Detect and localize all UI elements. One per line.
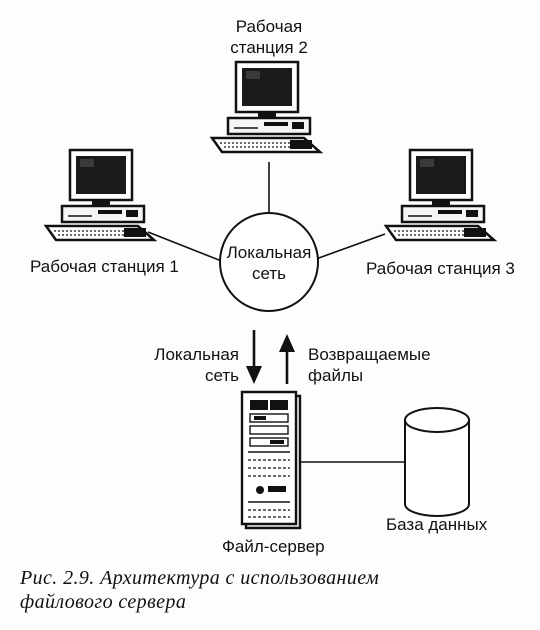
- ws3-label: Рабочая станция 3: [366, 259, 515, 278]
- file-server-label: Файл-сервер: [222, 537, 325, 556]
- caption-line1: Рис. 2.9. Архитектура с использованием: [20, 567, 380, 589]
- computer-icon: [44, 148, 156, 242]
- arrow-down-label-line2: сеть: [204, 366, 239, 385]
- lan-hub-label: Локальная сеть: [221, 242, 317, 284]
- ws2-label: Рабочая станция 2: [212, 16, 326, 58]
- computer-icon: [210, 60, 322, 154]
- arrow-down-label-line1: Локальная: [154, 345, 239, 364]
- ws2-label-line1: Рабочая: [235, 17, 303, 36]
- figure-caption: Рис. 2.9. Архитектура с использованием ф…: [20, 566, 530, 614]
- database-icon: [404, 407, 470, 517]
- link-ws1-hub: [147, 231, 225, 263]
- arrow-up-label-line1: Возвращаемые: [308, 345, 431, 364]
- arrow-up-label: Возвращаемые файлы: [308, 344, 431, 386]
- lan-hub-label-line2: сеть: [251, 264, 287, 283]
- lan-hub-label-line1: Локальная: [226, 243, 312, 262]
- ws2-label-line2: станция 2: [230, 38, 308, 57]
- lan-hub-circle: [219, 212, 319, 312]
- arrow-up-label-line2: файлы: [308, 366, 364, 385]
- link-ws3-hub: [315, 233, 386, 260]
- network-links: [147, 162, 405, 463]
- arrow-up-icon: [279, 334, 295, 384]
- network-diagram: [44, 60, 496, 530]
- arrow-down-icon: [246, 330, 262, 384]
- ws1-label: Рабочая станция 1: [30, 257, 179, 276]
- server-icon: [240, 390, 302, 530]
- caption-line2: файлового сервера: [20, 591, 187, 613]
- computer-icon: [384, 148, 496, 242]
- arrow-down-label: Локальная сеть: [149, 344, 239, 386]
- database-label: База данных: [386, 515, 488, 534]
